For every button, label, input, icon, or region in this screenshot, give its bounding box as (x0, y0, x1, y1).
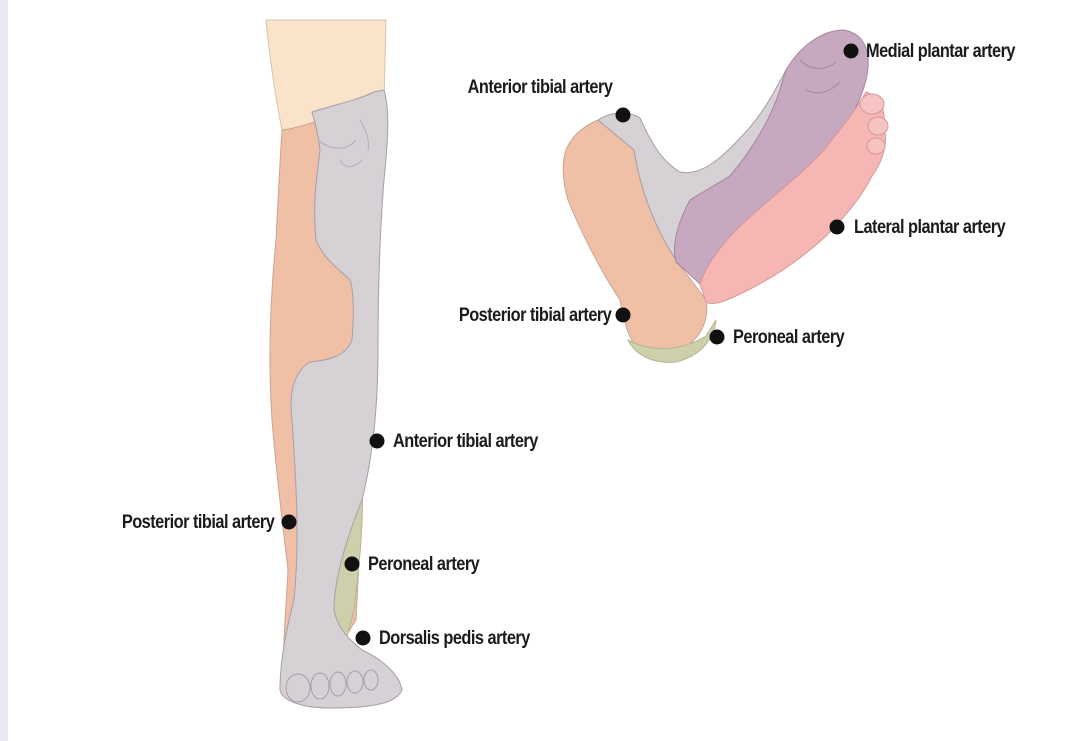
leg-anterior-tibial-marker (370, 434, 385, 449)
foot-medial-plantar-label: Medial plantar artery (866, 42, 1015, 62)
foot-lateral-plantar-marker (830, 220, 845, 235)
leg-posterior-tibial-marker (282, 515, 297, 530)
foot-posterior-tibial-marker (616, 308, 631, 323)
leg-dorsalis-pedis-marker (356, 631, 371, 646)
foot-posterior-tibial-label: Posterior tibial artery (458, 306, 611, 326)
leg-dorsalis-pedis-label: Dorsalis pedis artery (379, 629, 530, 649)
leg-anterior-tibial-label: Anterior tibial artery (393, 432, 538, 452)
foot-medial-plantar-marker (844, 44, 859, 59)
foot-lateral-plantar-label: Lateral plantar artery (854, 218, 1005, 238)
foot-peroneal-label: Peroneal artery (733, 328, 844, 348)
foot-anterior-tibial-label: Anterior tibial artery (445, 78, 634, 98)
leg-posterior-tibial-label: Posterior tibial artery (121, 513, 274, 533)
leg-peroneal-label: Peroneal artery (368, 555, 479, 575)
leg-illustration (266, 20, 402, 708)
leg-peroneal-marker (345, 557, 360, 572)
foot-peroneal-marker (710, 330, 725, 345)
foot-anterior-tibial-marker (616, 108, 631, 123)
